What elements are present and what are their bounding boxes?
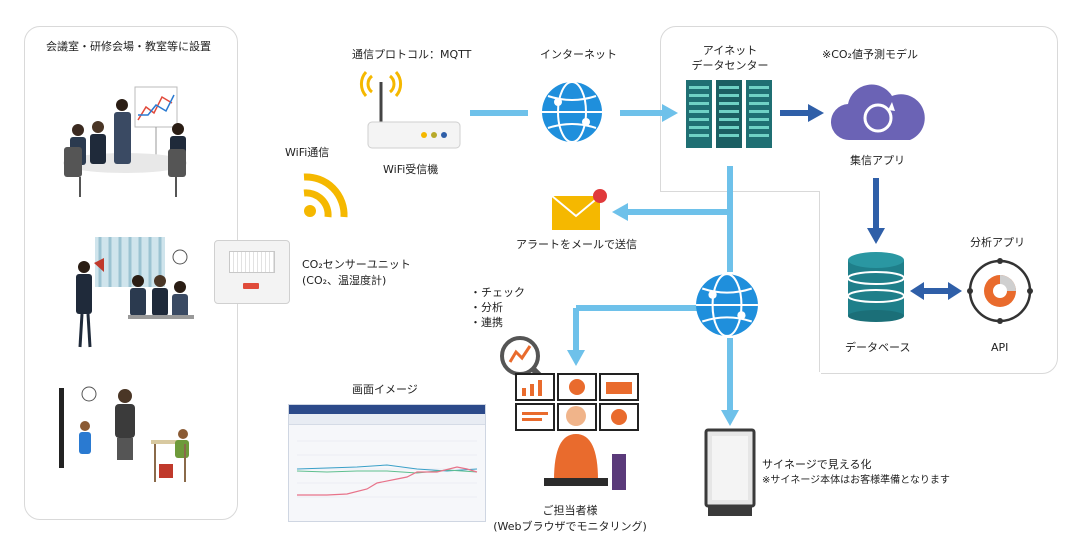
- analysis-chart-icon: [967, 258, 1033, 324]
- datacenter-line2: データセンター: [691, 59, 769, 72]
- check-item-2: ・分析: [470, 301, 503, 314]
- globe-icon-top: [542, 81, 602, 143]
- alert-label: アラートをメールで送信: [516, 238, 637, 251]
- datacenter-line1: アイネット: [702, 44, 758, 57]
- check-item-1: ・チェック: [470, 286, 525, 299]
- classroom-illustration: [59, 386, 189, 482]
- sensor-led: [243, 283, 259, 289]
- left-panel-title: 会議室・研修会場・教室等に設置: [46, 40, 211, 53]
- database-label: データベース: [845, 341, 911, 354]
- email-alert-icon: [551, 189, 607, 230]
- wifi-label: WiFi通信: [285, 146, 330, 159]
- dashboard-toolbar: [289, 414, 485, 425]
- panel-notch-border: [660, 191, 820, 192]
- database-icon: [847, 252, 905, 322]
- panel-notch-border-v: [819, 191, 820, 372]
- screen-image-label: 画面イメージ: [352, 383, 418, 396]
- operator-line2: (Webブラウザでモニタリング): [493, 520, 647, 533]
- dashboard-screenshot: [288, 404, 486, 522]
- sensor-sublabel: (CO₂、温湿度計): [302, 274, 387, 287]
- globe-icon-bottom: [696, 273, 758, 337]
- signage-line2: ※サイネージ本体はお客様準備となります: [762, 475, 950, 486]
- sensor-display: [229, 251, 275, 273]
- wifi-receiver-icon: [359, 71, 461, 149]
- sensor-label: CO₂センサーユニット: [302, 258, 411, 271]
- dashboard-nav: [289, 405, 485, 414]
- wifi-signal-icon: [303, 173, 348, 218]
- protocol-label: 通信プロトコル：MQTT: [352, 48, 472, 61]
- check-item-3: ・連携: [470, 316, 503, 329]
- signage-line1: サイネージで見える化: [762, 458, 872, 471]
- presentation-illustration: [76, 237, 194, 348]
- prediction-label: ※CO₂値予測モデル: [822, 48, 918, 61]
- receiver-label: WiFi受信機: [383, 163, 439, 176]
- analysis-app-title: 分析アプリ: [970, 236, 1025, 249]
- internet-label: インターネット: [540, 48, 617, 61]
- collect-app-label: 集信アプリ: [850, 154, 905, 167]
- server-rack-icon: [686, 80, 772, 148]
- dashboard-chart: [296, 440, 478, 498]
- signage-icon: [704, 428, 756, 516]
- cloud-sync-icon: [830, 84, 925, 141]
- api-label: API: [991, 341, 1009, 354]
- operator-line1: ご担当者様: [542, 504, 598, 517]
- meeting-room-illustration: [63, 86, 187, 197]
- operator-illustration: [500, 336, 639, 490]
- co2-sensor-unit: [214, 240, 290, 304]
